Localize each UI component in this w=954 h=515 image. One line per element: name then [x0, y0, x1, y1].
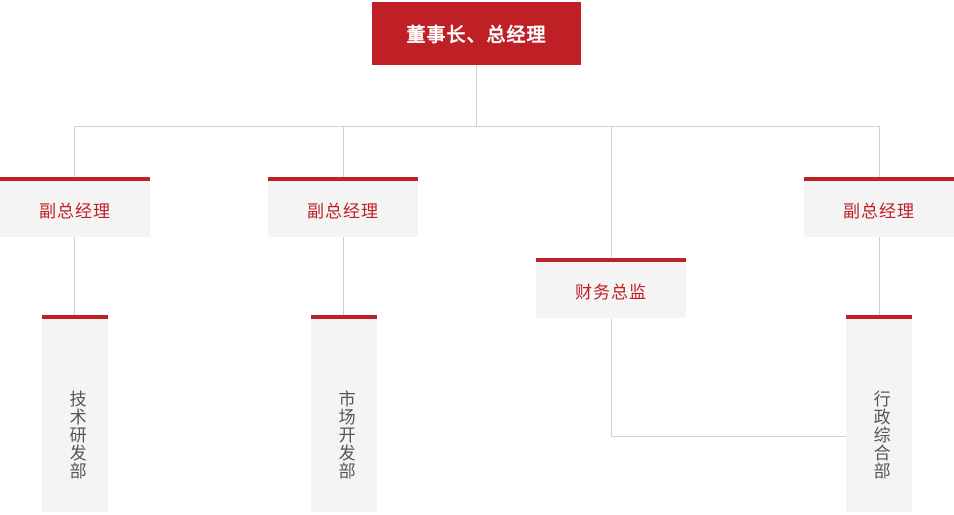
- connector-drop-1: [74, 126, 75, 177]
- connector-finance-to-admin-dept: [611, 436, 847, 437]
- connector-drop-4: [879, 126, 880, 177]
- node-deputy-general-manager-3[interactable]: 副总经理: [804, 177, 954, 237]
- node-deputy-general-manager-1[interactable]: 副总经理: [0, 177, 150, 237]
- connector-finance-down: [611, 318, 612, 436]
- node-department-rd-label: 技术研发部: [65, 389, 86, 480]
- node-deputy-general-manager-2-label: 副总经理: [307, 201, 379, 222]
- connector-dgm2-to-market-dept: [343, 237, 344, 315]
- node-deputy-general-manager-3-label: 副总经理: [843, 201, 915, 222]
- node-department-market[interactable]: 市场开发部: [311, 315, 377, 512]
- node-finance-director[interactable]: 财务总监: [536, 258, 686, 318]
- node-department-rd[interactable]: 技术研发部: [42, 315, 108, 512]
- connector-bus-horizontal: [74, 126, 880, 127]
- node-finance-director-label: 财务总监: [575, 282, 647, 303]
- node-deputy-general-manager-2[interactable]: 副总经理: [268, 177, 418, 237]
- connector-dgm1-to-rd-dept: [74, 237, 75, 315]
- node-deputy-general-manager-1-label: 副总经理: [39, 201, 111, 222]
- node-chairman-general-manager-label: 董事长、总经理: [406, 24, 547, 46]
- node-department-admin-label: 行政综合部: [869, 389, 890, 480]
- node-chairman-general-manager[interactable]: 董事长、总经理: [372, 2, 581, 65]
- connector-root-down: [476, 65, 477, 126]
- node-department-admin[interactable]: 行政综合部: [846, 315, 912, 512]
- connector-drop-3: [611, 126, 612, 258]
- connector-dgm3-to-admin-dept: [879, 237, 880, 315]
- node-department-market-label: 市场开发部: [334, 389, 355, 480]
- connector-drop-2: [343, 126, 344, 177]
